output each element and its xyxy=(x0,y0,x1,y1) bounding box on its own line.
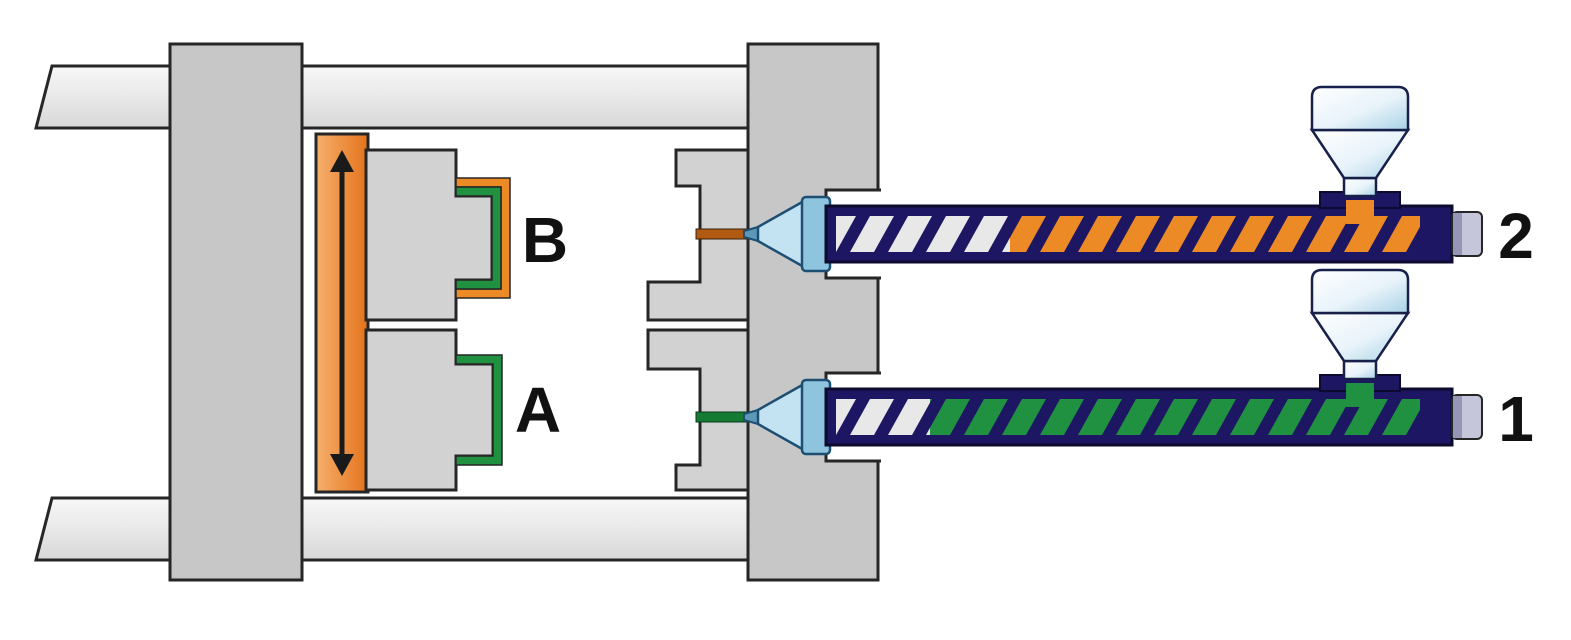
mold-half-a xyxy=(364,328,503,492)
clamping-unit xyxy=(34,42,774,582)
hopper-neck-2 xyxy=(1342,176,1378,198)
injection-unit-2 xyxy=(695,85,1483,273)
rotary-index-plate xyxy=(314,132,370,494)
rotation-arrow-head-up xyxy=(330,150,354,172)
moving-platen xyxy=(168,42,304,582)
label-component-a: A xyxy=(515,374,561,446)
label-component-b: B xyxy=(522,204,568,276)
material-inlet-1 xyxy=(1346,383,1374,407)
injection-unit-1 xyxy=(695,268,1483,456)
screw-flights-1 xyxy=(836,399,1420,435)
labels: B A 2 1 xyxy=(515,200,1534,455)
label-injection-unit-2: 2 xyxy=(1498,200,1534,272)
cavity-plate-bottom xyxy=(646,328,750,492)
hopper-body-2 xyxy=(1310,85,1410,132)
screw-flights-2 xyxy=(836,216,1420,252)
material-inlet-2 xyxy=(1346,200,1374,224)
hopper-1 xyxy=(1309,268,1411,381)
label-injection-unit-1: 1 xyxy=(1498,383,1534,455)
tie-bar-bottom xyxy=(34,496,774,562)
barrel-end-band-2 xyxy=(1453,213,1462,255)
hopper-2 xyxy=(1309,85,1411,198)
part-b-inner-skin xyxy=(455,186,502,290)
hopper-funnel-2 xyxy=(1309,128,1411,180)
rotation-arrow-icon xyxy=(330,150,354,476)
hopper-funnel-1 xyxy=(1309,311,1411,363)
part-a-skin xyxy=(455,354,503,466)
hopper-body-1 xyxy=(1310,268,1410,315)
barrel-end-band-1 xyxy=(1453,396,1462,438)
hopper-neck-1 xyxy=(1342,359,1378,381)
tie-bar-top xyxy=(34,64,774,130)
core-plate-a xyxy=(364,328,495,492)
fixed-platen xyxy=(746,42,880,582)
mold-half-b xyxy=(364,148,511,322)
rotation-arrow-head-down xyxy=(330,454,354,476)
